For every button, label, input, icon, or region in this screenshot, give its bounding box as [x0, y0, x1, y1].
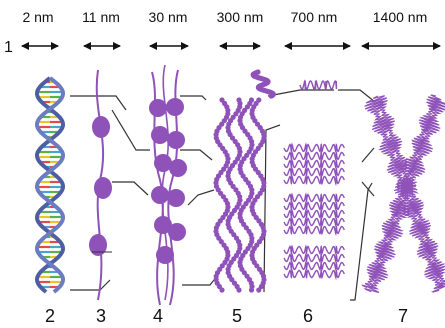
solenoid-fiber: [149, 64, 187, 306]
chromatin-bead: [231, 232, 237, 238]
chromatin-bead: [229, 135, 236, 141]
chromatin-bead: [254, 263, 260, 269]
coil-segment: [283, 142, 345, 155]
coil-segment: [283, 158, 345, 171]
coil-segment: [283, 224, 345, 237]
chromatin-bead: [231, 207, 238, 214]
chromatin-bead: [233, 111, 239, 117]
coil-segment: [283, 268, 345, 281]
scale-label: 30 nm: [149, 9, 188, 25]
stage-number: 4: [153, 306, 163, 326]
scale-label: 300 nm: [217, 9, 264, 25]
coil-segment: [283, 150, 345, 163]
beads-on-string: [89, 69, 112, 301]
coil-segment: [283, 166, 345, 179]
chromatin-bead: [256, 287, 262, 293]
stage-number: 6: [303, 306, 313, 326]
coil-segment: [283, 200, 345, 213]
stage-number: 5: [232, 306, 242, 326]
scale-labels: 2 nm 11 nm 30 nm 300 nm 700 nm 1400 nm: [22, 9, 427, 25]
dna-double-helix: [34, 76, 66, 294]
chromatin-bead: [229, 277, 235, 283]
chromatin-bead: [248, 287, 255, 293]
chromatin-bead: [218, 239, 224, 245]
row-label: 1: [4, 39, 13, 56]
coil-segment: [299, 79, 338, 91]
looped-chromatin-fiber: [213, 69, 276, 293]
metaphase-chromosome: [361, 94, 445, 293]
stage-number: 2: [45, 306, 55, 326]
chromatin-bead: [241, 270, 247, 276]
chromatin-bead: [268, 93, 274, 99]
scale-label: 2 nm: [22, 9, 53, 25]
coil-segment: [283, 252, 345, 265]
nucleosome: [92, 116, 110, 138]
dna-backbone: [34, 76, 66, 294]
chromatid-coil: [371, 95, 445, 289]
scale-label: 11 nm: [82, 9, 120, 25]
chromatin-bead: [243, 201, 249, 207]
chromatin-bead: [236, 287, 242, 293]
nucleosome: [89, 234, 107, 256]
chromatin-bead: [219, 287, 225, 293]
coil-segment: [283, 208, 345, 221]
coil-segment: [283, 260, 345, 273]
connector-lines: [70, 89, 376, 301]
stage-number: 3: [96, 306, 106, 326]
chromatin-bead: [245, 245, 251, 252]
stage-number: 7: [398, 306, 408, 326]
coil-segment: [283, 174, 345, 187]
coil-segment: [283, 244, 345, 257]
scale-label: 700 nm: [291, 9, 338, 25]
chromatin-bead: [243, 225, 249, 231]
scale-label: 1400 nm: [373, 9, 427, 25]
chromatin-bead: [244, 104, 250, 110]
dna-backbone: [34, 76, 66, 294]
chromatin-bead: [217, 142, 223, 148]
coil-segment: [283, 216, 345, 229]
chromatid-coil: [361, 94, 442, 289]
coil-segment: [283, 192, 345, 205]
chromatin-bead: [256, 239, 263, 245]
condensed-coil-domains: [283, 79, 345, 281]
stage-numbers: 2 3 4 5 6 7: [45, 306, 408, 326]
nucleosome: [94, 177, 112, 199]
chromatin-bead: [256, 97, 262, 103]
